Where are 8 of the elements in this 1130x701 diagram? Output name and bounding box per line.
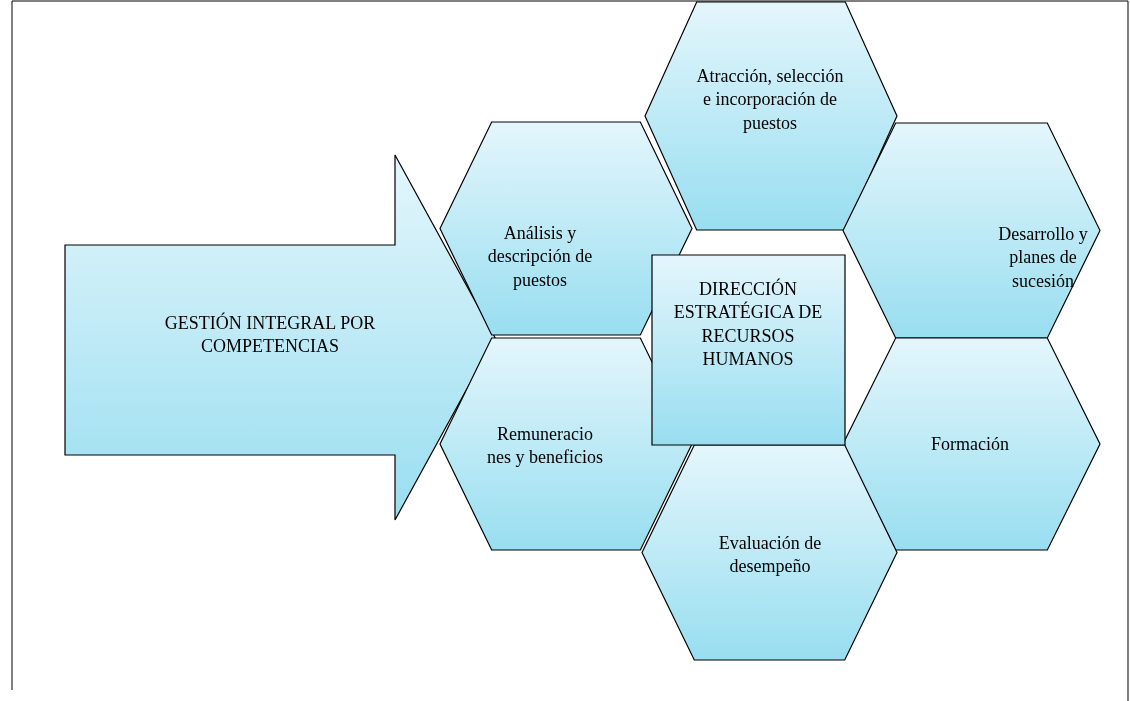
node-label: Desarrollo y planes de sucesión (997, 222, 1089, 293)
node-label: GESTIÓN INTEGRAL POR COMPETENCIAS (163, 311, 377, 358)
node-label: Atracción, selección e incorporación de puestos (695, 64, 845, 135)
node-label: Remuneracio nes y beneficios (486, 422, 604, 469)
node-label: DIRECCIÓN ESTRATÉGICA DE RECURSOS HUMANOS (672, 278, 824, 372)
node-label: Formación (930, 433, 1010, 457)
node-label: Análisis y descripción de puestos (486, 221, 594, 292)
node-label: Evaluación de desempeño (717, 531, 823, 578)
